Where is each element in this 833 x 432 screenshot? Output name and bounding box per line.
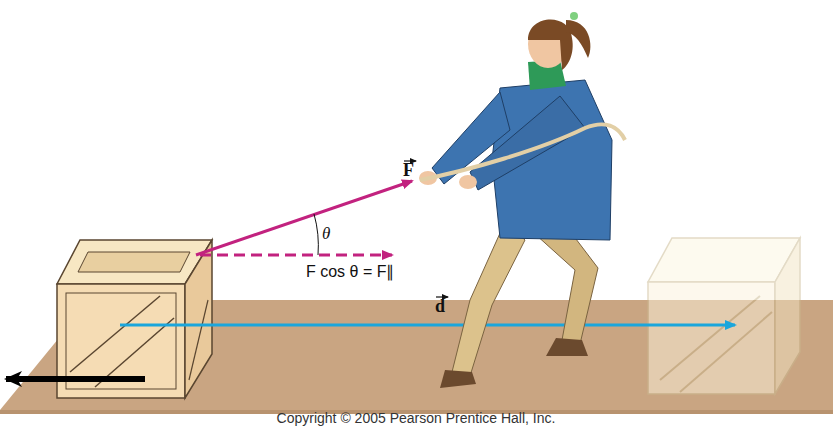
vector-label: d <box>435 296 445 317</box>
displacement-arrow <box>120 324 735 327</box>
component-arrow <box>200 254 392 257</box>
force-arrow <box>196 181 412 255</box>
angle-arc <box>314 214 318 255</box>
vector-label: F <box>403 160 414 181</box>
ghost-crate <box>648 238 800 394</box>
copyright-note: Copyright © 2005 Pearson Prentice Hall, … <box>277 410 556 426</box>
crate <box>57 240 212 398</box>
component-label: F cos θ = F∥ <box>306 262 394 281</box>
woman-figure <box>419 12 625 388</box>
angle-label: θ <box>322 224 330 244</box>
direction-arrow <box>6 376 145 382</box>
